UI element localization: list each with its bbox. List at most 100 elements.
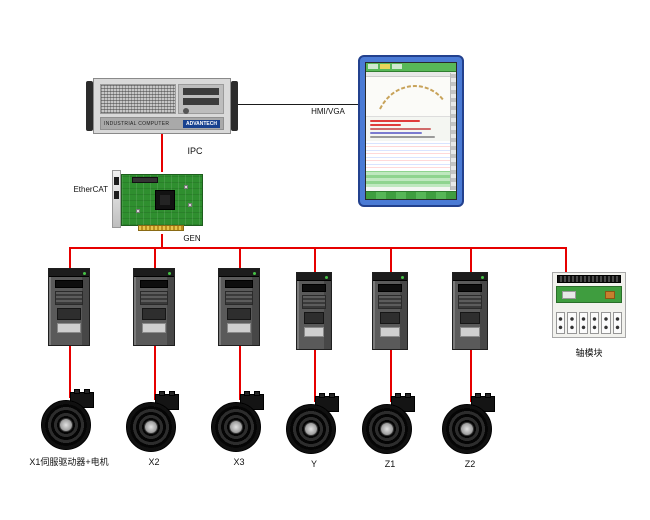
hmi-status-table <box>366 141 456 171</box>
drive-heatsink <box>302 295 326 309</box>
motor-shaft <box>380 422 394 436</box>
card-gold-edge-connector <box>138 225 184 231</box>
bus-drop-line <box>69 248 71 268</box>
card-component <box>136 209 140 213</box>
drive-terminal <box>57 323 81 333</box>
servo-motor-z2 <box>442 393 498 454</box>
module-pin-connector <box>557 275 621 283</box>
card-pcb <box>121 174 203 231</box>
ipc-chassis: INDUSTRIAL COMPUTER ADVANTECH <box>93 78 231 134</box>
drive-display <box>225 280 253 288</box>
ipc-monitor-cable <box>238 104 358 105</box>
ipc-vent-grille <box>100 84 176 114</box>
servo-motor-z1 <box>362 393 418 454</box>
axis-module-label: 轴模块 <box>575 348 603 358</box>
ipc-front-strip: INDUSTRIAL COMPUTER ADVANTECH <box>100 117 224 130</box>
motor-body <box>362 404 412 454</box>
ipc-drive-bay <box>178 84 224 114</box>
motor-shaft <box>59 418 73 432</box>
ipc-label: IPC <box>187 146 203 156</box>
module-component <box>605 291 615 299</box>
drive-connector <box>304 312 324 324</box>
hmi-link-label: HMI/VGA <box>311 107 345 116</box>
card-header-connector <box>132 177 158 183</box>
hmi-status-bar <box>366 191 456 199</box>
drive-connector <box>380 312 400 324</box>
module-pcb <box>556 286 622 303</box>
servo-drive-x3 <box>218 268 260 346</box>
card-component <box>188 203 192 207</box>
ethercat-bus-line <box>69 247 567 249</box>
terminal-block <box>601 312 611 334</box>
hmi-program-list <box>366 171 456 187</box>
drive-bay-slot <box>183 98 219 105</box>
servo-motor-x2 <box>126 391 182 452</box>
motor-shaft <box>460 422 474 436</box>
hmi-title-bar <box>366 63 456 72</box>
servo-motor-x3 <box>211 391 267 452</box>
bus-drop-line <box>470 248 472 272</box>
power-button <box>183 108 189 114</box>
drive-terminal <box>304 327 324 337</box>
rack-handle <box>231 81 238 131</box>
drive-connector <box>460 312 480 324</box>
drive-display <box>378 284 402 292</box>
module-component <box>562 291 576 299</box>
module-terminal-row <box>555 311 623 335</box>
bus-drop-line <box>314 248 316 272</box>
rack-handle <box>86 81 93 131</box>
ethercat-port <box>114 191 119 199</box>
axis-label-x1: X1伺服驱动器+电机 <box>29 457 109 467</box>
motor-body <box>126 402 176 452</box>
ethercat-label: EtherCAT <box>73 185 108 194</box>
drive-motor-cable <box>390 350 392 402</box>
axis-module <box>552 272 626 338</box>
drive-display <box>458 284 482 292</box>
hmi-monitor <box>358 55 464 207</box>
motor-body <box>41 400 91 450</box>
card-bracket <box>112 170 121 228</box>
drive-terminal <box>460 327 480 337</box>
drive-bay-slot <box>183 88 219 95</box>
hmi-toolpath-plot <box>366 77 456 117</box>
servo-motor-y <box>286 393 342 454</box>
ethercat-port <box>114 177 119 185</box>
drive-display <box>55 280 83 288</box>
card-component <box>184 185 188 189</box>
toolpath-arc <box>379 85 445 110</box>
hmi-toolbar <box>366 72 456 77</box>
terminal-block <box>556 312 566 334</box>
terminal-block <box>589 312 600 334</box>
axis-label-x2: X2 <box>148 457 160 467</box>
drive-heatsink <box>378 295 402 309</box>
servo-drive-x1 <box>48 268 90 346</box>
terminal-block <box>567 312 577 334</box>
drive-heatsink <box>458 295 482 309</box>
servo-drive-y <box>296 272 332 350</box>
drive-connector <box>57 308 81 320</box>
motor-shaft <box>304 422 318 436</box>
hmi-coordinate-readout <box>366 117 456 141</box>
ethercat-bus-riser <box>161 234 163 248</box>
drive-connector <box>142 308 166 320</box>
drive-motor-cable <box>239 346 241 400</box>
ipc-model-text: INDUSTRIAL COMPUTER <box>104 120 170 127</box>
drive-terminal <box>380 327 400 337</box>
drive-motor-cable <box>154 346 156 400</box>
terminal-block <box>578 312 588 334</box>
drive-motor-cable <box>314 350 316 402</box>
drive-motor-cable <box>470 350 472 402</box>
axis-label-y: Y <box>310 459 317 469</box>
motor-shaft <box>144 420 158 434</box>
ipc-brand-badge: ADVANTECH <box>182 119 220 128</box>
drive-heatsink <box>140 291 168 305</box>
axis-label-x3: X3 <box>233 457 245 467</box>
hmi-screen <box>365 62 457 200</box>
drive-terminal <box>142 323 166 333</box>
ipc-ethercat-cable <box>161 134 163 172</box>
servo-drive-z2 <box>452 272 488 350</box>
ethercat-master-card <box>112 170 204 236</box>
ethercat-card-label: GEN <box>183 234 201 243</box>
industrial-pc: INDUSTRIAL COMPUTER ADVANTECH <box>86 78 238 134</box>
